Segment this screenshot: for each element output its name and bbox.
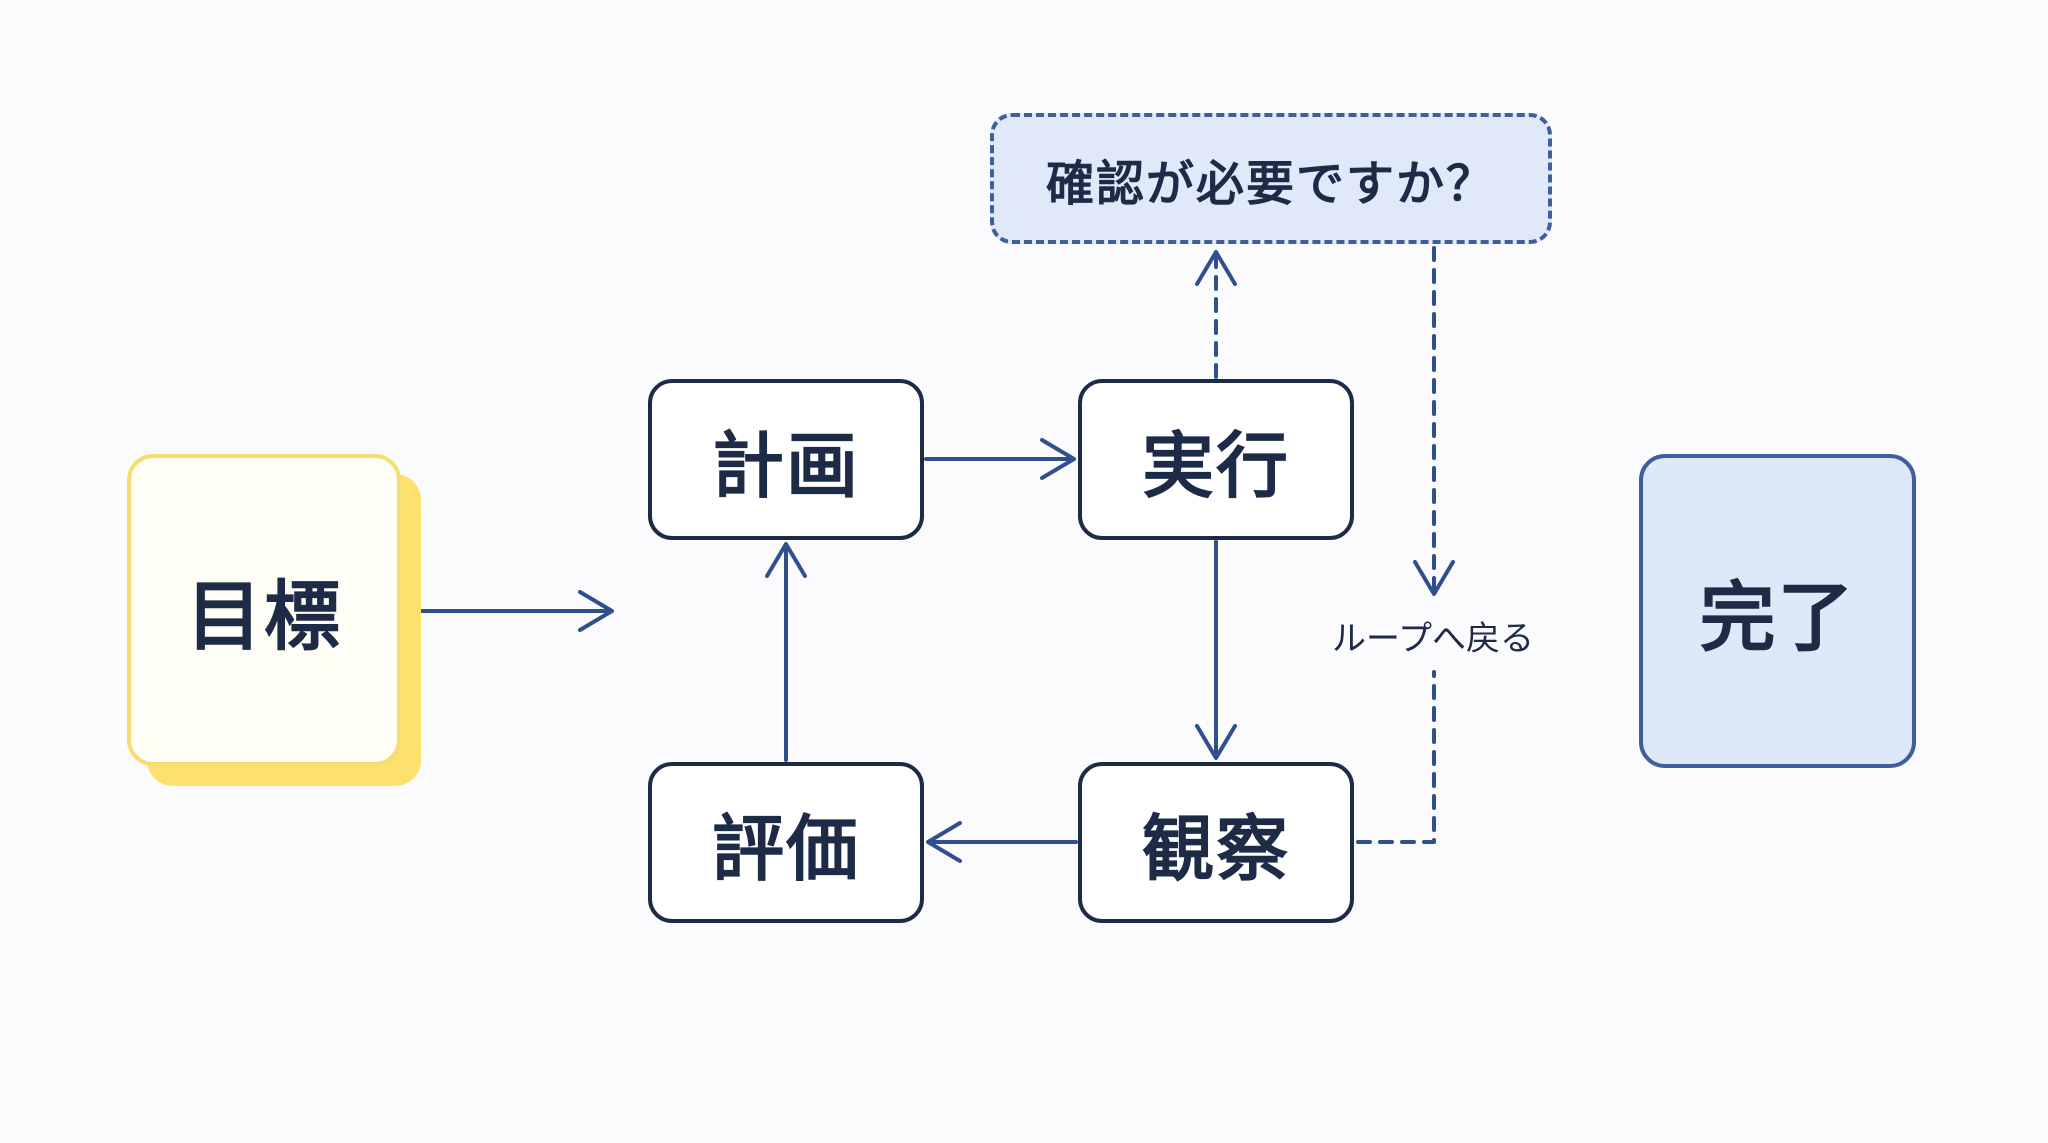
arrowhead-loop-down — [1413, 560, 1455, 596]
execute-node: 実行 — [1078, 379, 1354, 540]
goal-node-label: 目標 — [186, 572, 342, 661]
arrow-plan-to-execute — [924, 438, 1076, 480]
evaluate-node: 評価 — [648, 762, 924, 923]
decision-node: 確認が必要ですか？ — [990, 113, 1552, 244]
observe-node: 観察 — [1078, 762, 1354, 923]
plan-node: 計画 — [648, 379, 924, 540]
execute-node-label: 実行 — [1141, 424, 1290, 508]
done-node-label: 完了 — [1699, 573, 1856, 662]
arrow-execute-to-observe — [1195, 540, 1237, 760]
observe-node-label: 観察 — [1141, 807, 1290, 891]
arrow-evaluate-to-plan — [765, 542, 807, 762]
goal-node: 目標 — [127, 454, 401, 766]
plan-node-label: 計画 — [711, 424, 860, 508]
done-node: 完了 — [1639, 454, 1916, 768]
loop-back-label: ループへ戻る — [1332, 618, 1534, 659]
dashed-observe-to-loop — [1356, 670, 1436, 844]
arrow-observe-to-evaluate — [926, 821, 1078, 863]
decision-node-label: 確認が必要ですか？ — [1045, 155, 1496, 212]
arrowhead-decision-up — [1195, 250, 1237, 286]
evaluate-node-label: 評価 — [711, 807, 860, 891]
arrow-goal-to-plan — [404, 590, 614, 632]
